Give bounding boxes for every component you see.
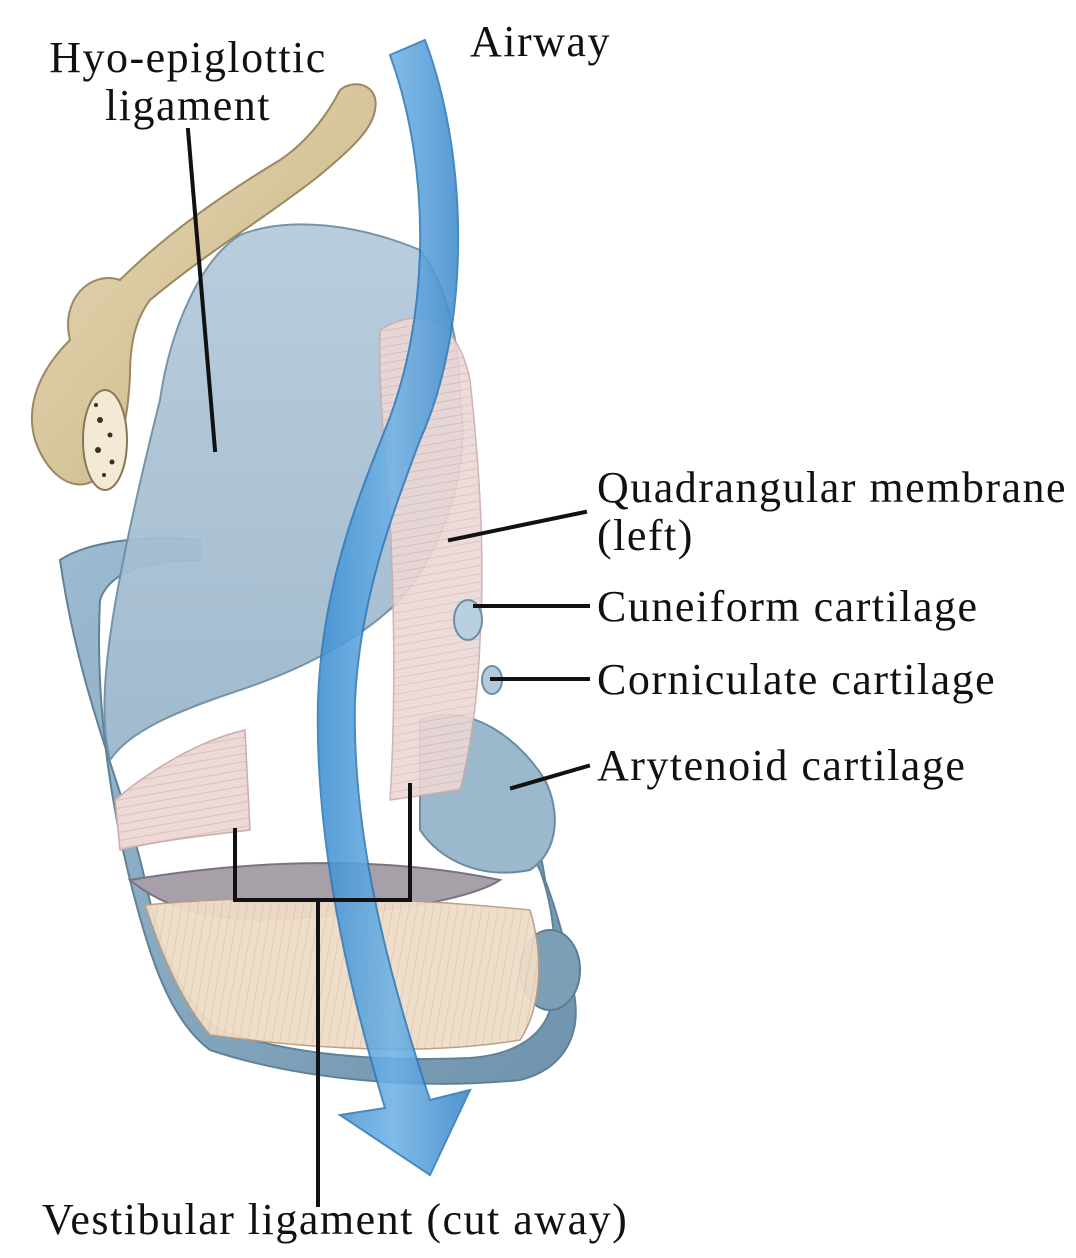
label-quadrangular-line1: Quadrangular membrane: [597, 464, 1067, 512]
label-vestibular-ligament: Vestibular ligament (cut away): [42, 1196, 628, 1244]
label-arytenoid-cartilage: Arytenoid cartilage: [597, 742, 966, 790]
label-hyo-epiglottic-ligament: Hyo-epiglottic ligament: [28, 34, 348, 130]
label-hyo-epiglottic-line1: Hyo-epiglottic: [28, 34, 348, 82]
label-airway: Airway: [470, 18, 611, 66]
label-cuneiform-cartilage: Cuneiform cartilage: [597, 583, 979, 631]
label-hyo-epiglottic-line2: ligament: [28, 82, 348, 130]
label-quadrangular-line2: (left): [597, 512, 1067, 560]
label-quadrangular-membrane: Quadrangular membrane (left): [597, 464, 1067, 560]
label-corniculate-cartilage: Corniculate cartilage: [597, 656, 996, 704]
